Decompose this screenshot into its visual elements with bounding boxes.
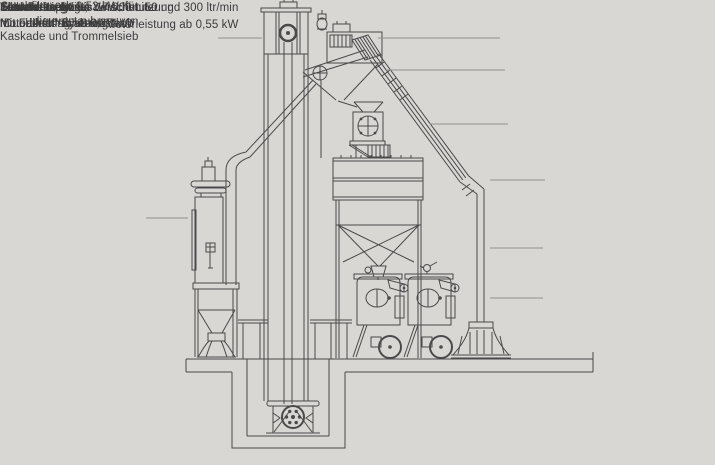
kettle-body xyxy=(407,276,452,326)
strahlkessel-1 xyxy=(352,273,409,359)
filter-stand-band xyxy=(192,282,240,290)
sieve-drum xyxy=(351,34,382,61)
label-line: Elevatorkapazität zwischen 50 und 300 lt… xyxy=(0,2,239,14)
label-line: Strahlkessel xyxy=(0,2,64,14)
sieve-finial xyxy=(316,17,328,31)
kettle-body xyxy=(356,276,401,326)
filter-flange-top xyxy=(190,180,231,188)
elevator-shaft xyxy=(263,54,309,401)
filter-stand-legs xyxy=(194,289,238,357)
silo-top xyxy=(332,157,424,201)
trommelmagnet xyxy=(348,101,391,158)
sieve-housing xyxy=(326,31,383,64)
strahlkessel-2 xyxy=(403,261,460,359)
kettle-spout xyxy=(387,279,405,293)
kaskadenreiniger-chute xyxy=(369,53,485,322)
label-line: Motorleistung ab 0,37 kW xyxy=(0,18,133,30)
label-line: “Duo-blast” System xyxy=(0,18,101,30)
label-trommelmagnet: Trommelmagnet, “Duo-blast” System xyxy=(0,0,100,32)
silo-funnel xyxy=(337,224,420,267)
label-line: Motorleistung ab 0,55 kW xyxy=(105,19,239,31)
bell-skirt xyxy=(452,327,510,356)
silo-legs xyxy=(335,200,422,358)
label-line: Staubfilter, ab 0,52 kW, für xyxy=(0,1,139,13)
silo xyxy=(332,155,424,358)
staubfilter xyxy=(190,157,240,358)
elevator-head-pulley xyxy=(278,23,298,43)
filter-motor xyxy=(201,166,216,182)
trommelsieb-assembly xyxy=(302,10,383,78)
label-trommelsieb: Trommelsieb Motorleistung ab 0,37 kW xyxy=(0,0,133,32)
elevator-support-frame xyxy=(238,319,352,359)
sieve-trough xyxy=(302,49,369,78)
bucket-elevator xyxy=(260,0,320,434)
label-elevator: Elevatorkapazität zwischen 50 und 300 lt… xyxy=(0,0,238,34)
elevator-boot-wheel xyxy=(281,405,305,429)
kettle-wheel xyxy=(429,335,453,359)
label-fallrohr: Fallrohr für grobe Verschmutzung xyxy=(0,0,174,16)
label-line: Fallrohr für grobe Verschmutzung xyxy=(0,2,174,14)
label-staubfilter: Staubfilter, ab 0,52 kW, für die entstau… xyxy=(0,0,138,45)
label-line: mit überfüllsicherung xyxy=(0,18,109,30)
collecting-funnel xyxy=(302,63,379,158)
label-line: Silo von 1.000 bis 17.000 Liter xyxy=(0,2,158,14)
leader-lines xyxy=(146,37,545,299)
label-strahlkessel: Strahlkessel xyxy=(0,0,64,16)
kettle-spout xyxy=(438,279,456,293)
label-line: Trommelsieb xyxy=(0,2,68,14)
label-kaskadenreiniger: Kaskadenreiniger mit Fallrohr für Grobst… xyxy=(0,0,134,32)
label-line: Kaskade und Trommelsieb xyxy=(0,31,139,43)
label-line: die entstaubung von xyxy=(32,16,139,28)
fallrohr-pipe xyxy=(476,189,485,322)
filter-dust-sack xyxy=(197,340,236,358)
elevator-belt xyxy=(283,42,293,404)
magnet-motor xyxy=(367,144,391,158)
filter-body xyxy=(194,196,224,284)
filter-suction-pipe xyxy=(225,79,317,285)
label-line: Trommelmagnet, xyxy=(0,2,88,14)
filter-flange-bottom xyxy=(194,187,227,194)
label-silo: Silo von 1.000 bis 17.000 Liter mit über… xyxy=(0,0,158,32)
label-line: Kaskadenreiniger xyxy=(0,2,92,14)
ground-and-pit xyxy=(185,352,594,449)
filter-motor-cap xyxy=(204,160,213,168)
fallrohr-bell xyxy=(451,321,511,359)
label-line: mit Fallrohr für Grobstaub xyxy=(0,18,134,30)
silo-outlet-valve xyxy=(370,265,387,280)
kettle-wheel xyxy=(378,335,402,359)
